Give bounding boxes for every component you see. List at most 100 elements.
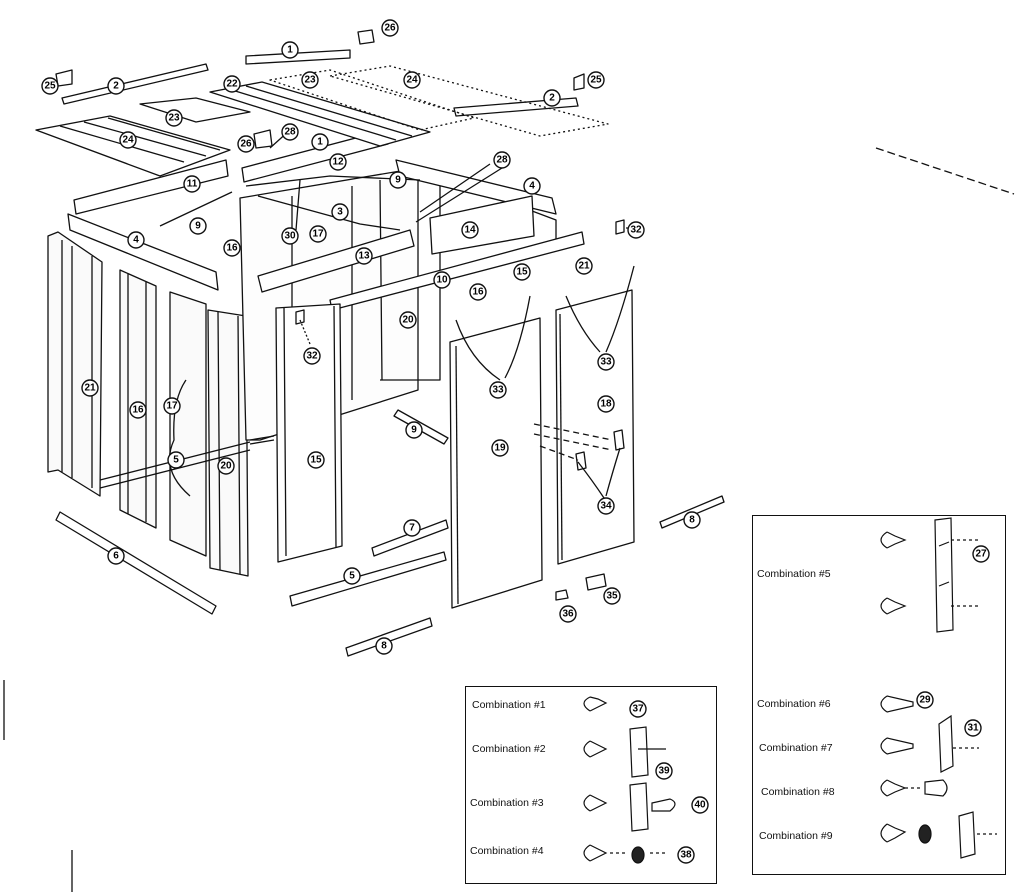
part-5-label: 5	[343, 567, 361, 585]
svg-text:27: 27	[975, 549, 987, 560]
svg-text:4: 4	[529, 181, 535, 192]
svg-text:14: 14	[464, 225, 476, 236]
left-wall-panels	[47, 231, 251, 577]
svg-text:33: 33	[492, 385, 504, 396]
part-22-label: 22	[223, 75, 241, 93]
part-13-label: 13	[355, 247, 373, 265]
part-31-label: 31	[964, 719, 982, 737]
part-20-label: 20	[217, 457, 235, 475]
svg-text:32: 32	[630, 225, 642, 236]
part-8-label: 8	[375, 637, 393, 655]
trims	[55, 29, 1015, 195]
part-12-label: 12	[329, 153, 347, 171]
svg-text:21: 21	[578, 261, 590, 272]
part-30-label: 30	[281, 227, 299, 245]
part-11-label: 11	[183, 175, 201, 193]
part-9-label: 9	[189, 217, 207, 235]
svg-text:30: 30	[284, 231, 296, 242]
part-8-label: 8	[683, 511, 701, 529]
svg-text:34: 34	[600, 501, 612, 512]
part-33-label: 33	[489, 381, 507, 399]
combination-2-label: Combination #2	[472, 743, 546, 755]
floor-rails	[55, 409, 725, 657]
svg-text:13: 13	[358, 251, 370, 262]
part-3-label: 3	[331, 203, 349, 221]
svg-text:5: 5	[349, 571, 355, 582]
part-39-label: 39	[655, 762, 673, 780]
part-34-label: 34	[597, 497, 615, 515]
part-32-label: 32	[303, 347, 321, 365]
part-24-label: 24	[403, 71, 421, 89]
part-32-label: 32	[627, 221, 645, 239]
svg-text:33: 33	[600, 357, 612, 368]
svg-text:20: 20	[220, 461, 232, 472]
svg-text:16: 16	[132, 405, 144, 416]
part-9-label: 9	[389, 171, 407, 189]
combination-9-label: Combination #9	[759, 830, 833, 842]
part-5-label: 5	[167, 451, 185, 469]
svg-text:1: 1	[317, 137, 323, 148]
part-40-label: 40	[691, 796, 709, 814]
part-29-label: 29	[916, 691, 934, 709]
svg-text:19: 19	[494, 443, 506, 454]
svg-text:25: 25	[590, 75, 602, 86]
part-7-label: 7	[403, 519, 421, 537]
svg-text:3: 3	[337, 207, 343, 218]
svg-text:23: 23	[304, 75, 316, 86]
svg-text:37: 37	[632, 704, 644, 715]
part-14-label: 14	[461, 221, 479, 239]
svg-text:32: 32	[306, 351, 318, 362]
part-16-label: 16	[223, 239, 241, 257]
part-25-label: 25	[41, 77, 59, 95]
part-10-label: 10	[433, 271, 451, 289]
part-28-label: 28	[281, 123, 299, 141]
part-23-label: 23	[301, 71, 319, 89]
part-36-label: 36	[559, 605, 577, 623]
combination-7-label: Combination #7	[759, 742, 833, 754]
svg-text:11: 11	[187, 179, 198, 190]
svg-text:4: 4	[133, 235, 139, 246]
svg-text:40: 40	[694, 800, 706, 811]
svg-text:8: 8	[381, 641, 387, 652]
part-17-label: 17	[163, 397, 181, 415]
part-25-label: 25	[587, 71, 605, 89]
combination-b-part-labels: 27 29 31	[916, 545, 990, 737]
svg-text:6: 6	[113, 551, 119, 562]
svg-text:28: 28	[284, 127, 296, 138]
svg-text:24: 24	[406, 75, 418, 86]
svg-text:15: 15	[310, 455, 322, 466]
part-23-label: 23	[165, 109, 183, 127]
svg-text:1: 1	[287, 45, 293, 56]
combinations-legend-b: Combination #5 Combination #6 Combinatio…	[752, 515, 1006, 875]
part-2-label: 2	[543, 89, 561, 107]
svg-text:39: 39	[658, 766, 670, 777]
part-2-label: 2	[107, 77, 125, 95]
svg-text:28: 28	[496, 155, 508, 166]
part-15-label: 15	[513, 263, 531, 281]
combination-6-label: Combination #6	[757, 698, 831, 710]
svg-text:18: 18	[600, 399, 612, 410]
part-4-label: 4	[127, 231, 145, 249]
doors	[449, 289, 635, 609]
combination-8-label: Combination #8	[761, 786, 835, 798]
part-33-label: 33	[597, 353, 615, 371]
svg-text:16: 16	[472, 287, 484, 298]
svg-text:9: 9	[395, 175, 401, 186]
part-4-label: 4	[523, 177, 541, 195]
svg-text:12: 12	[332, 157, 344, 168]
combination-b-hardware: 27 29 31	[880, 517, 997, 859]
svg-text:25: 25	[44, 81, 56, 92]
part-1-label: 1	[311, 133, 329, 151]
combination-5-label: Combination #5	[757, 568, 831, 580]
roof-frame	[67, 129, 585, 311]
brackets	[295, 219, 640, 601]
svg-text:24: 24	[122, 135, 134, 146]
combinations-legend-a: Combination #1 Combination #2 Combinatio…	[465, 686, 717, 884]
svg-text:2: 2	[549, 93, 555, 104]
part-number-labels: 1122344556788999101112131415151616161717…	[41, 19, 701, 655]
part-28-label: 28	[493, 151, 511, 169]
part-18-label: 18	[597, 395, 615, 413]
